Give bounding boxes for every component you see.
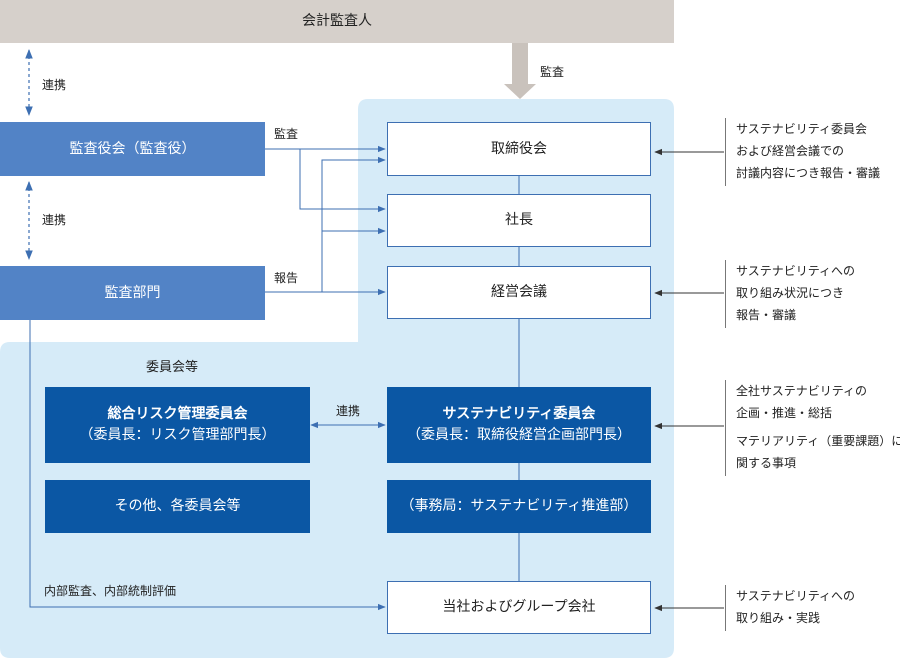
note-line: サステナビリティ委員会 [736,122,868,136]
label-committee-group: 委員会等 [146,360,199,375]
note-mgmt: サステナビリティへの 取り組み状況につき 報告・審議 [725,260,855,328]
note-line: 取り組み・実践 [736,611,821,625]
board-of-auditors-label: 監査役会（監査役） [69,140,196,157]
audit-department-box: 監査部門 [0,266,265,320]
other-committees-label: その他、各委員会等 [114,498,241,514]
note-line: 関する事項 [736,456,797,470]
board-of-directors-box: 取締役会 [387,122,651,176]
kansa-to-president [299,149,386,213]
board-of-directors-label: 取締役会 [491,140,547,157]
secretariat-box: （事務局：サステナビリティ推進部） [387,480,651,533]
label-renkei-1: 連携 [42,78,67,92]
audit-department-label: 監査部門 [104,284,161,301]
other-committees-box: その他、各委員会等 [45,480,310,533]
sustainability-committee-sub: （委員長：取締役経営企画部門長） [407,427,631,443]
risk-committee-box: 総合リスク管理委員会 （委員長：リスク管理部門長） [45,387,310,463]
label-internal-audit: 内部監査、内部統制評価 [44,584,177,598]
internal-audit-line [29,320,386,611]
note-line: マテリアリティ（重要課題）に [736,434,900,448]
management-meeting-label: 経営会議 [491,284,547,300]
note-sustain: 全社サステナビリティの 企画・推進・総括 マテリアリティ（重要課題）に 関する事… [725,380,900,476]
label-renkei-committee: 連携 [336,404,361,418]
label-houkoku: 報告 [274,271,299,285]
secretariat-label: （事務局：サステナビリティ推進部） [400,498,638,514]
board-of-auditors-box: 監査役会（監査役） [0,122,265,176]
note-line: サステナビリティへの [736,589,856,603]
note-board: サステナビリティ委員会 および経営会議での 討議内容につき報告・審議 [725,118,880,186]
note-line: 全社サステナビリティの [736,384,868,398]
risk-committee-sub: （委員長：リスク管理部門長） [79,427,276,443]
risk-committee-title: 総合リスク管理委員会 [107,406,248,422]
audit-down-arrow [504,43,536,99]
note-line: サステナビリティへの [736,264,856,278]
group-companies-box: 当社およびグループ会社 [387,581,651,634]
management-meeting-box: 経営会議 [387,266,651,319]
note-line: 報告・審議 [736,308,797,322]
president-box: 社長 [387,194,651,247]
president-label: 社長 [505,212,533,228]
group-companies-label: 当社およびグループ会社 [442,599,596,615]
note-line: および経営会議での [736,144,845,158]
label-renkei-2: 連携 [42,213,67,227]
houkoku-vertical [321,156,386,292]
note-line: 討議内容につき報告・審議 [736,166,881,180]
note-group: サステナビリティへの 取り組み・実践 [725,585,855,631]
note-line: 取り組み状況につき [736,286,845,300]
accounting-auditor-bar: 会計監査人 [0,0,674,43]
accounting-auditor-label: 会計監査人 [302,13,372,29]
label-kansa-mid: 監査 [274,127,299,141]
note-line: 企画・推進・総括 [736,406,833,420]
label-kansa-top: 監査 [540,65,565,79]
sustainability-committee-title: サステナビリティ委員会 [442,406,596,422]
light-panel [0,99,674,658]
sustainability-committee-box: サステナビリティ委員会 （委員長：取締役経営企画部門長） [387,387,651,463]
